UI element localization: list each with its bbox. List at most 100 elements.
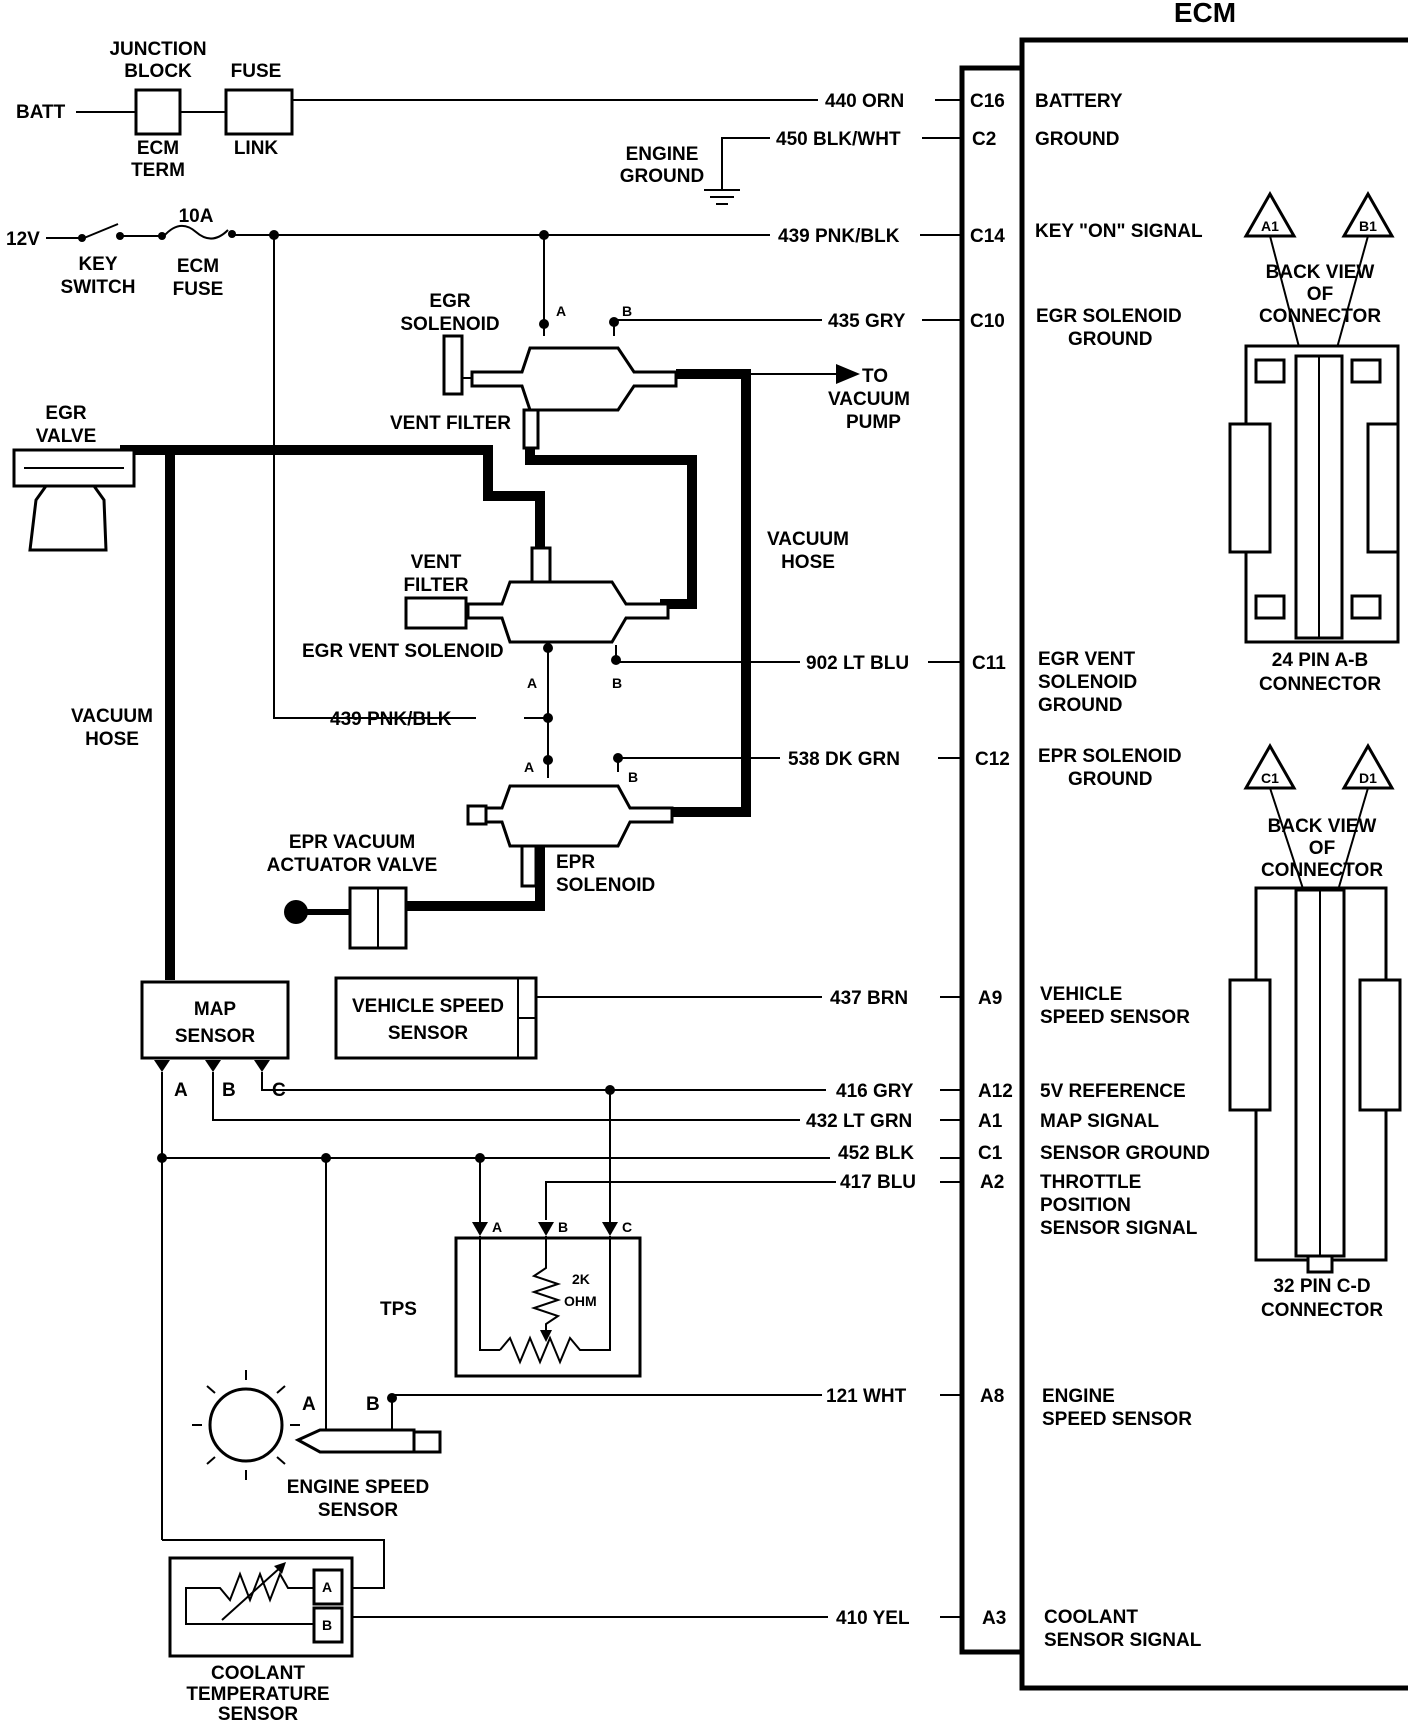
egr-valve-label: VALVE [36,426,97,447]
engine-speed-sensor: A B ENGINE SPEED SENSOR [192,1370,442,1521]
vacuum-hose-left-label: VACUUM [71,706,153,727]
back-view-label: BACK VIEW [1268,816,1377,837]
epr-solenoid-label: SOLENOID [556,875,655,896]
vehicle-speed-sensor: VEHICLE SPEED SENSOR [334,976,538,1060]
to-vacuum-pump-label: TO [862,366,888,387]
connector-tag: D1 [1359,770,1377,786]
link-label: LINK [234,138,279,159]
connector-name: 24 PIN A-B [1272,650,1368,671]
pin-label: A12 [978,1081,1013,1102]
back-view-label: CONNECTOR [1261,860,1383,881]
epr-actuator-valve: EPR VACUUM ACTUATOR VALVE [267,832,438,950]
signal-label: SENSOR GROUND [1040,1143,1210,1164]
signal-label: GROUND [1068,329,1152,350]
tps-resistor [499,1236,611,1365]
connector-tag: C1 [1261,770,1279,786]
pin-letter: B [628,769,638,785]
engine-speed-probe [294,1428,416,1454]
wire-row-a8: 121 WHT A8 ENGINE SPEED SENSOR [392,1386,1192,1430]
pin-label: A3 [982,1608,1006,1629]
back-view-label: CONNECTOR [1259,306,1381,327]
signal-label: SPEED SENSOR [1042,1409,1192,1430]
to-vacuum-pump-label: PUMP [846,412,901,433]
connector-tag: A1 [1261,218,1279,234]
pin-label: C12 [975,749,1010,770]
pin-letter: A [492,1219,502,1235]
pin-letter: A [524,759,534,775]
to-vacuum-pump-label: VACUUM [828,389,910,410]
signal-label: EGR VENT [1038,649,1136,670]
egr-solenoid-label: EGR [429,291,470,312]
connector-name: CONNECTOR [1259,674,1381,695]
vent-filter-label: VENT [411,552,462,573]
signal-label: SPEED SENSOR [1040,1007,1190,1028]
pin-letter: A [302,1394,316,1415]
connector-name: 32 PIN C-D [1273,1276,1370,1297]
wire-row-c10: 435 GRY C10 EGR SOLENOID GROUND [613,306,1182,350]
back-view-label: OF [1309,838,1335,859]
branch-439: 439 PNK/BLK [273,235,553,730]
connector-tag: B1 [1359,218,1377,234]
signal-label: EPR SOLENOID [1038,746,1182,767]
epr-actuator-label: ACTUATOR VALVE [267,855,438,876]
pin-letter: B [322,1617,332,1633]
map-sensor-label: SENSOR [175,1026,256,1047]
ecm-fuse-label: ECM [177,256,219,277]
wire-label: 437 BRN [830,988,908,1009]
wire-label: 452 BLK [838,1143,914,1164]
key-switch-label: SWITCH [61,277,136,298]
pin-letter: C [622,1219,632,1235]
ohm-label: 2K [572,1271,590,1287]
pin-label: A2 [980,1172,1004,1193]
egr-solenoid-label: SOLENOID [400,314,499,335]
vss-box [334,976,538,1060]
signal-label: GROUND [1068,769,1152,790]
pin-label: C16 [970,91,1005,112]
fuse-link-box [224,88,294,136]
connector-24pin: A1 B1 BACK VIEW OF CONNECTOR 24 PIN A-B … [1228,190,1400,695]
engine-ground: ENGINE GROUND [620,144,740,205]
epr-solenoid-body [484,784,674,848]
wire-label: 435 GRY [828,311,906,332]
ecm-fuse-label: FUSE [173,279,224,300]
map-sensor-label: MAP [194,999,237,1020]
batt-label: BATT [16,102,66,123]
map-sensor-box [140,980,290,1060]
engine-speed-sensor-label: SENSOR [318,1500,399,1521]
pin-label: C1 [978,1143,1003,1164]
junction-block-box [134,88,182,136]
signal-label: GROUND [1038,695,1122,716]
signal-label: COOLANT [1044,1607,1138,1628]
vacuum-hose-mid-label: VACUUM [767,529,849,550]
egr-solenoid-body [470,346,678,412]
arrow-right-icon [836,364,860,384]
key-switch-contact [83,223,119,239]
ecm-fuse-symbol [163,225,229,240]
sensor-ground-bus [157,1072,615,1589]
signal-label: POSITION [1040,1195,1131,1216]
ecm-term-label: TERM [131,160,185,181]
pin-letter: A [527,675,537,691]
key-switch-circuit: 12V KEY SWITCH 10A ECM FUSE [6,206,279,300]
signal-label: ENGINE [1042,1386,1115,1407]
tps-box [454,1236,642,1378]
egr-valve-label: EGR [45,403,86,424]
wire-row-a9: 437 BRN A9 VEHICLE SPEED SENSOR [536,984,1190,1028]
thermistor-symbol [185,1571,314,1625]
pin-label: C14 [970,226,1005,247]
pin-label: C10 [970,311,1005,332]
solenoid-power-bus: A B A B A B [524,230,638,785]
wire-row-a3: 410 YEL A3 COOLANT SENSOR SIGNAL [342,1607,1202,1651]
signal-label: SENSOR SIGNAL [1040,1218,1198,1239]
wire-row-c1: 452 BLK C1 SENSOR GROUND [162,1143,1210,1164]
wire-label: 416 GRY [836,1081,914,1102]
wire-label: 410 YEL [836,1608,910,1629]
wire-label: 902 LT BLU [806,653,909,674]
back-view-label: BACK VIEW [1266,262,1375,283]
junction-block-label: JUNCTION [109,39,206,60]
vent-filter-label: VENT FILTER [390,413,511,434]
egr-vent-solenoid-body [466,580,670,644]
vss-label: SENSOR [388,1023,469,1044]
wire-label: 450 BLK/WHT [776,129,901,150]
